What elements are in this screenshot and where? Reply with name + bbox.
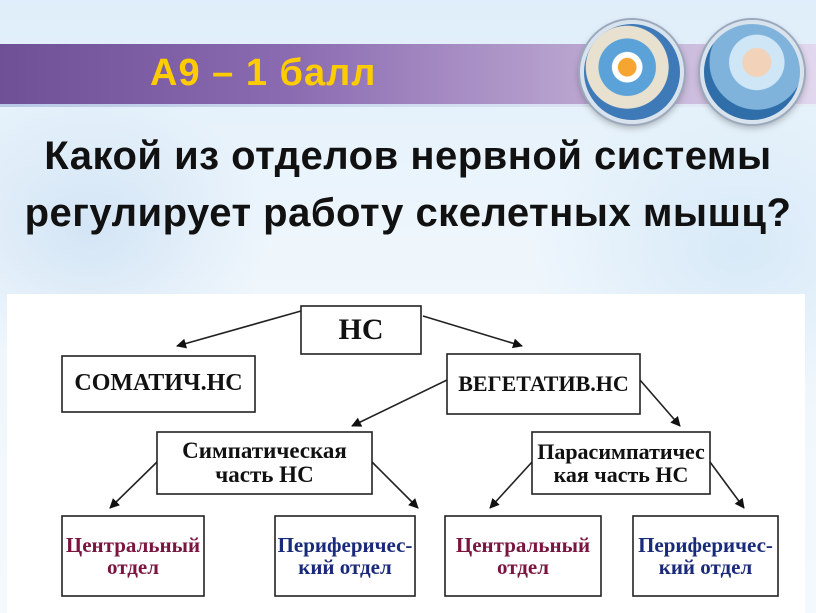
arrow-symp-peripheral — [371, 461, 419, 509]
pills-photo-icon — [580, 20, 684, 124]
arrow-root-somatic — [176, 310, 302, 349]
arrow-para-central — [489, 461, 533, 509]
label-parasympathetic: Парасимпатичес кая часть НС — [537, 438, 705, 487]
label-vegetative: ВЕГЕТАТИВ.НС — [458, 371, 629, 397]
box-para-peripheral — [632, 515, 779, 597]
arrow-veg-symp — [351, 379, 448, 427]
label-root: НС — [338, 313, 384, 347]
arrow-para-peripheral — [709, 461, 745, 509]
box-root — [300, 305, 422, 355]
arrow-symp-central — [109, 461, 158, 509]
label-para-peripheral: Периферичес- кий отдел — [638, 532, 773, 579]
box-symp-central — [61, 515, 205, 597]
box-para-central — [444, 515, 602, 597]
nervous-system-diagram: НС СОМАТИЧ.НС ВЕГЕТАТИВ.НС Симпатическая… — [7, 294, 805, 613]
label-sympathetic: Симпатическая часть НС — [182, 437, 347, 487]
label-somatic: СОМАТИЧ.НС — [74, 370, 243, 397]
doctor-photo-icon — [700, 20, 804, 124]
band-divider — [0, 104, 816, 107]
arrow-veg-para — [639, 379, 681, 427]
label-para-central: Центральный отдел — [455, 532, 591, 579]
diagram-connectors — [61, 305, 779, 597]
box-symp-peripheral — [274, 515, 416, 597]
label-symp-central: Центральный отдел — [65, 532, 201, 579]
label-symp-peripheral: Периферичес- кий отдел — [277, 532, 413, 579]
question-text: Какой из отделов нервной системы регулир… — [24, 134, 792, 235]
title-band — [0, 44, 816, 106]
slide-title: А9 – 1 балл — [150, 52, 377, 94]
arrow-root-vegetative — [422, 315, 523, 349]
box-somatic — [61, 355, 256, 413]
box-vegetative — [446, 353, 641, 415]
